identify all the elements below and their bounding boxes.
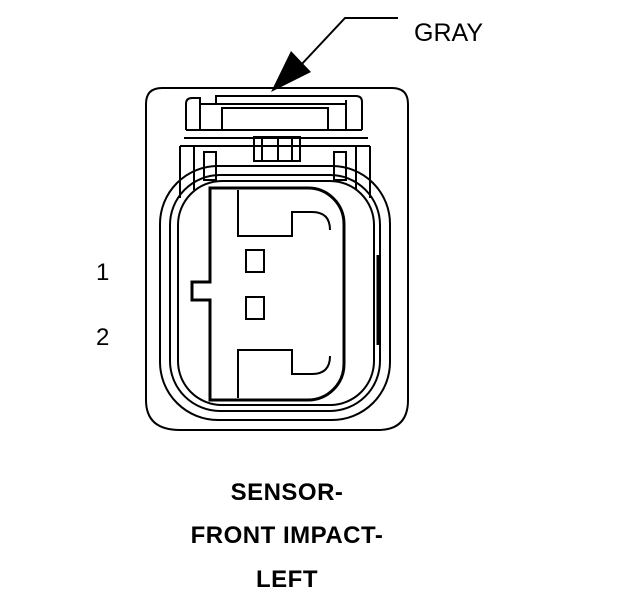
connector-housing (145, 87, 409, 431)
connector-title-line-2: FRONT IMPACT- (190, 522, 384, 549)
connector-title-line-1: SENSOR- (230, 479, 344, 506)
key-post-top (237, 190, 331, 237)
terminal-pin-1 (245, 249, 265, 273)
terminal-cavity (190, 186, 346, 402)
mating-face (159, 165, 391, 421)
connector-title-line-3: LEFT (256, 566, 318, 593)
pin-1-label: 1 (96, 259, 110, 286)
color-leader-arrow (271, 17, 398, 92)
key-post-bottom (237, 349, 331, 398)
connector-color-label: GRAY (414, 19, 483, 47)
pin-2-label: 2 (96, 324, 110, 351)
terminal-pin-2 (245, 296, 265, 320)
